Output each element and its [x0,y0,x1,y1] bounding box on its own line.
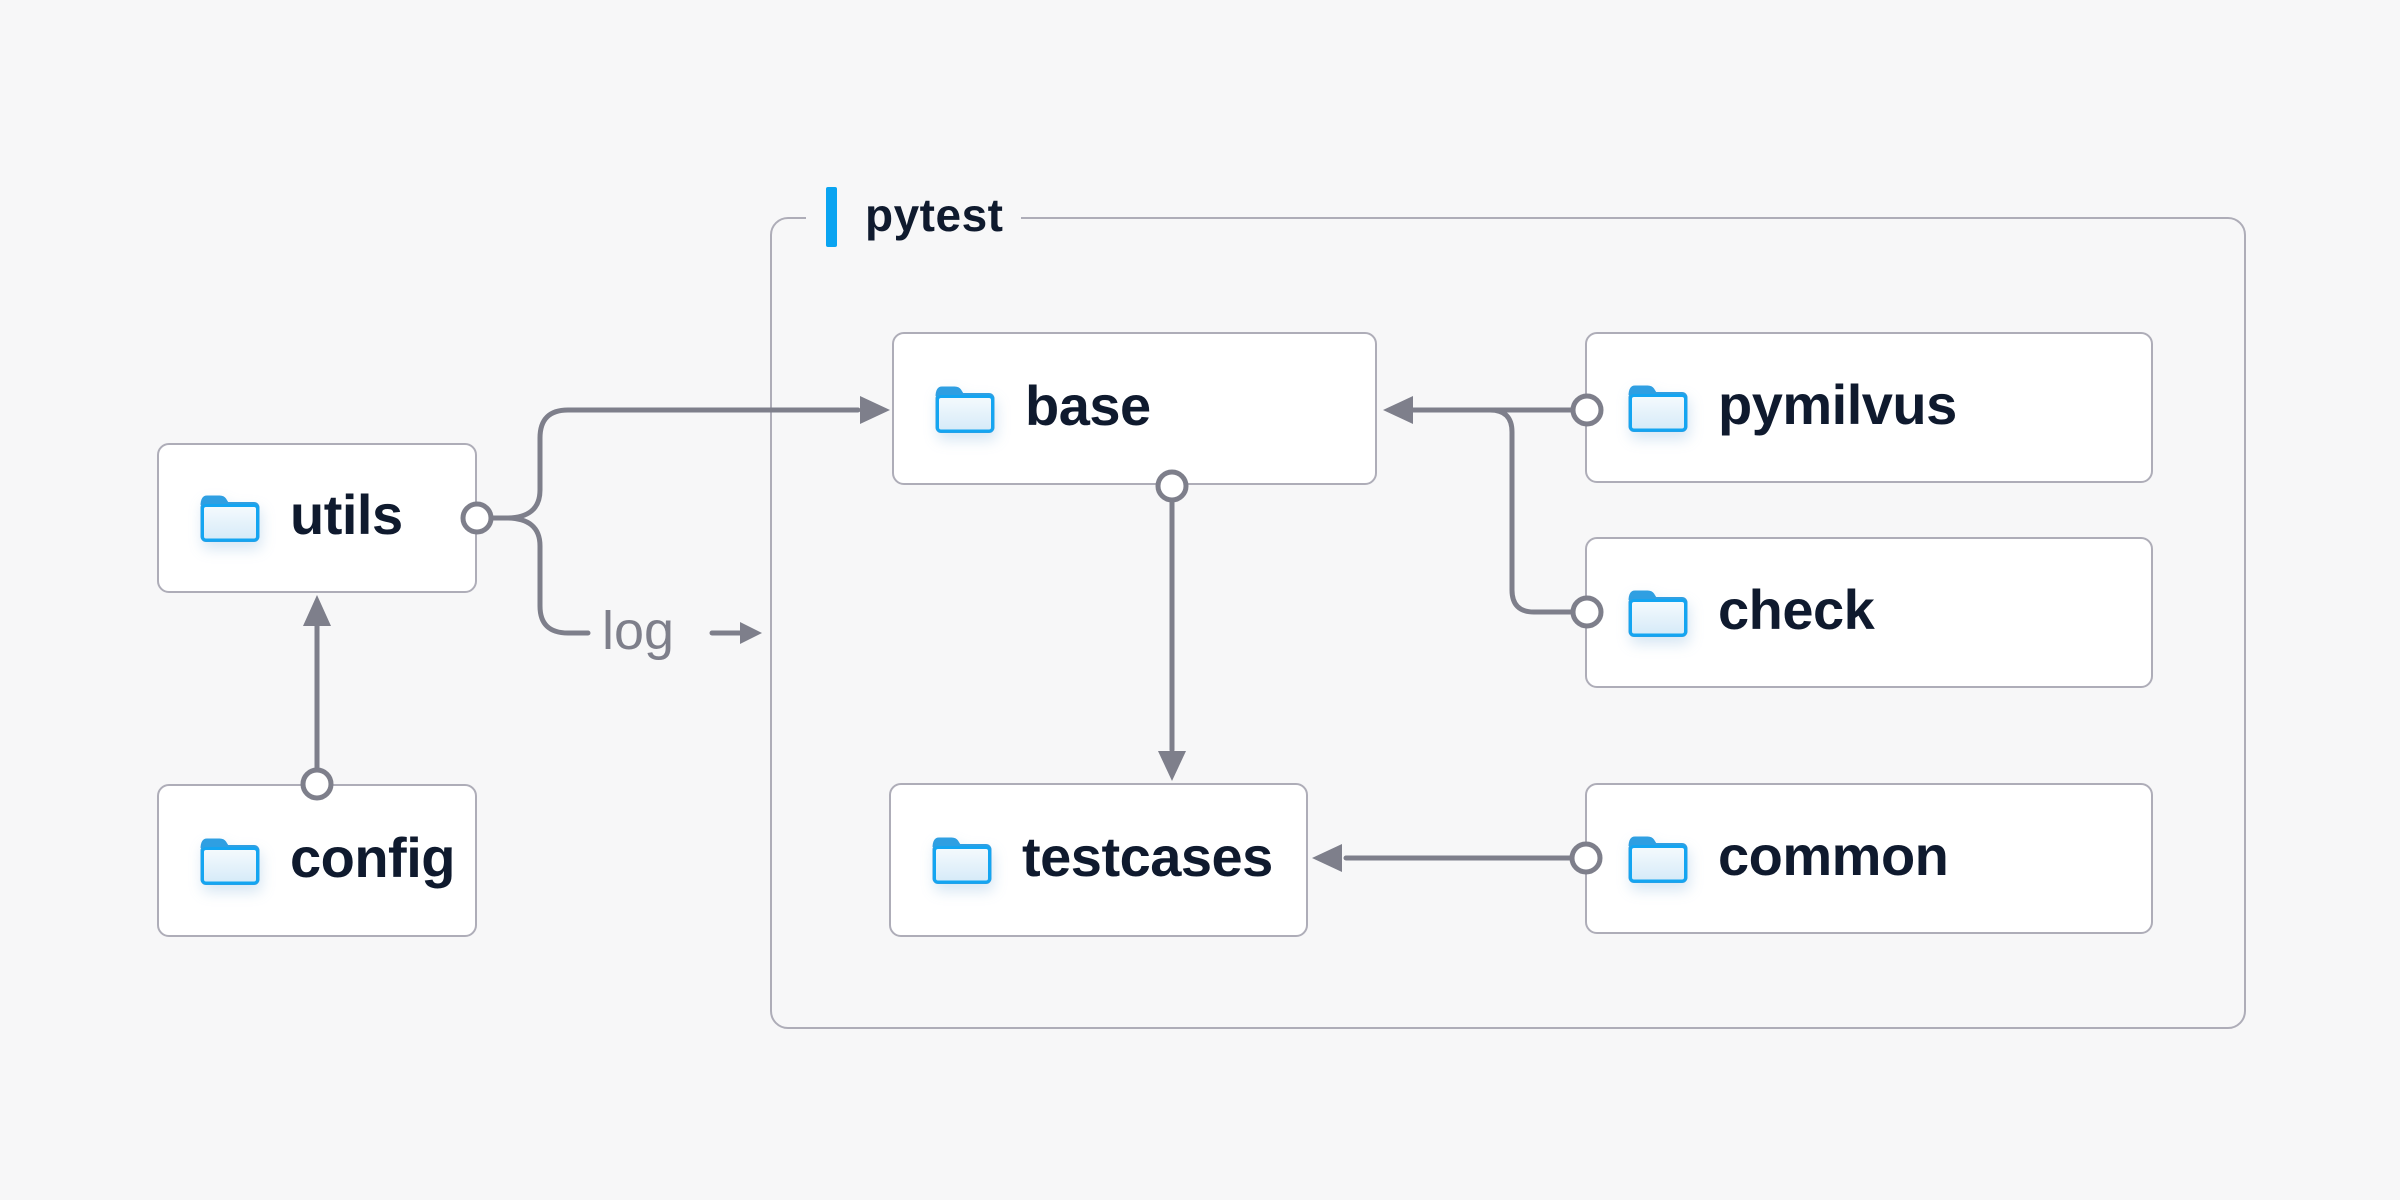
accent-bar [826,187,837,247]
node-pymilvus-label: pymilvus [1718,372,1957,436]
pytest-group-label: pytest [806,185,1022,249]
folder-icon [197,835,263,887]
node-check-label: check [1718,577,1875,641]
folder-icon [1625,833,1691,885]
folder-icon [932,383,998,435]
edge-label-log: log [602,601,675,661]
pytest-group-container [770,217,2246,1029]
node-check: check [1585,537,2153,688]
node-testcases: testcases [889,783,1308,937]
node-base-label: base [1025,373,1151,437]
node-base: base [892,332,1377,485]
node-common-label: common [1718,823,1949,887]
folder-icon [197,492,263,544]
folder-icon [1625,382,1691,434]
node-config-label: config [290,825,455,889]
node-utils: utils [157,443,477,593]
node-pymilvus: pymilvus [1585,332,2153,483]
node-common: common [1585,783,2153,934]
node-config: config [157,784,477,937]
folder-icon [929,834,995,886]
node-utils-label: utils [290,483,403,546]
folder-icon [1625,587,1691,639]
node-testcases-label: testcases [1022,825,1273,888]
pytest-group-title: pytest [865,189,1004,241]
